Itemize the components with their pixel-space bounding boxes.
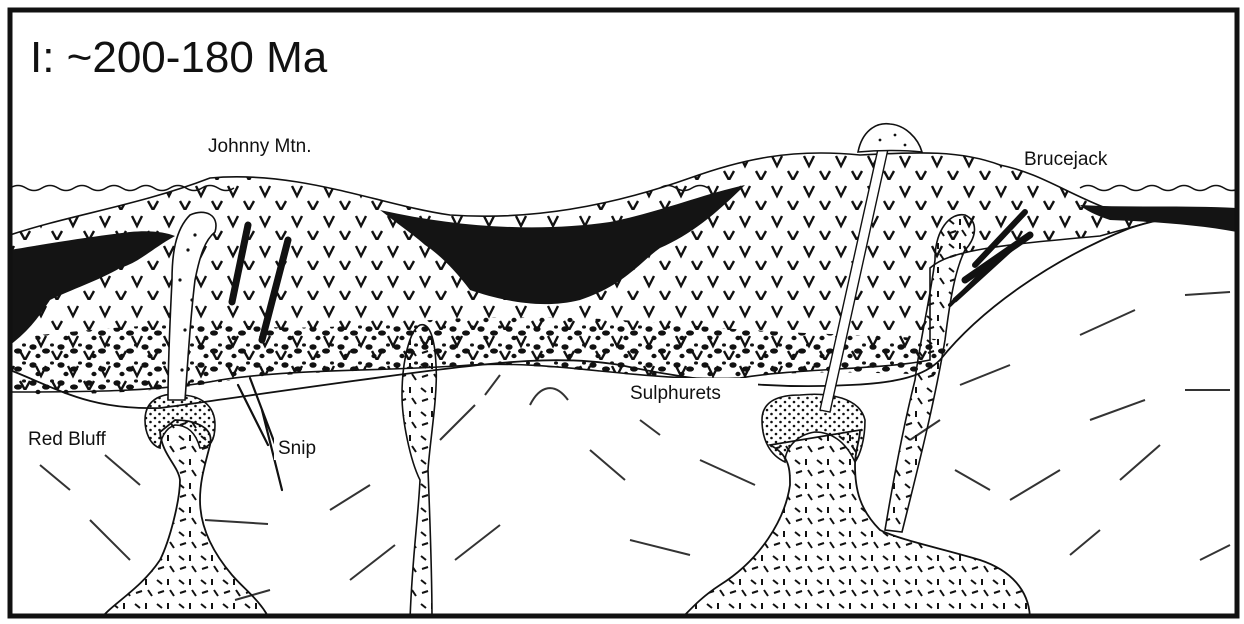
label-brucejack: Brucejack <box>1024 149 1108 170</box>
label-snip: Snip <box>278 438 316 459</box>
label-sulphurets: Sulphurets <box>630 383 721 404</box>
label-johnny-mtn: Johnny Mtn. <box>208 136 312 157</box>
diagram-title: I: ~200-180 Ma <box>30 33 328 82</box>
peak-dome <box>858 124 922 152</box>
central-dyke <box>402 325 436 619</box>
label-red-bluff: Red Bluff <box>28 429 107 450</box>
